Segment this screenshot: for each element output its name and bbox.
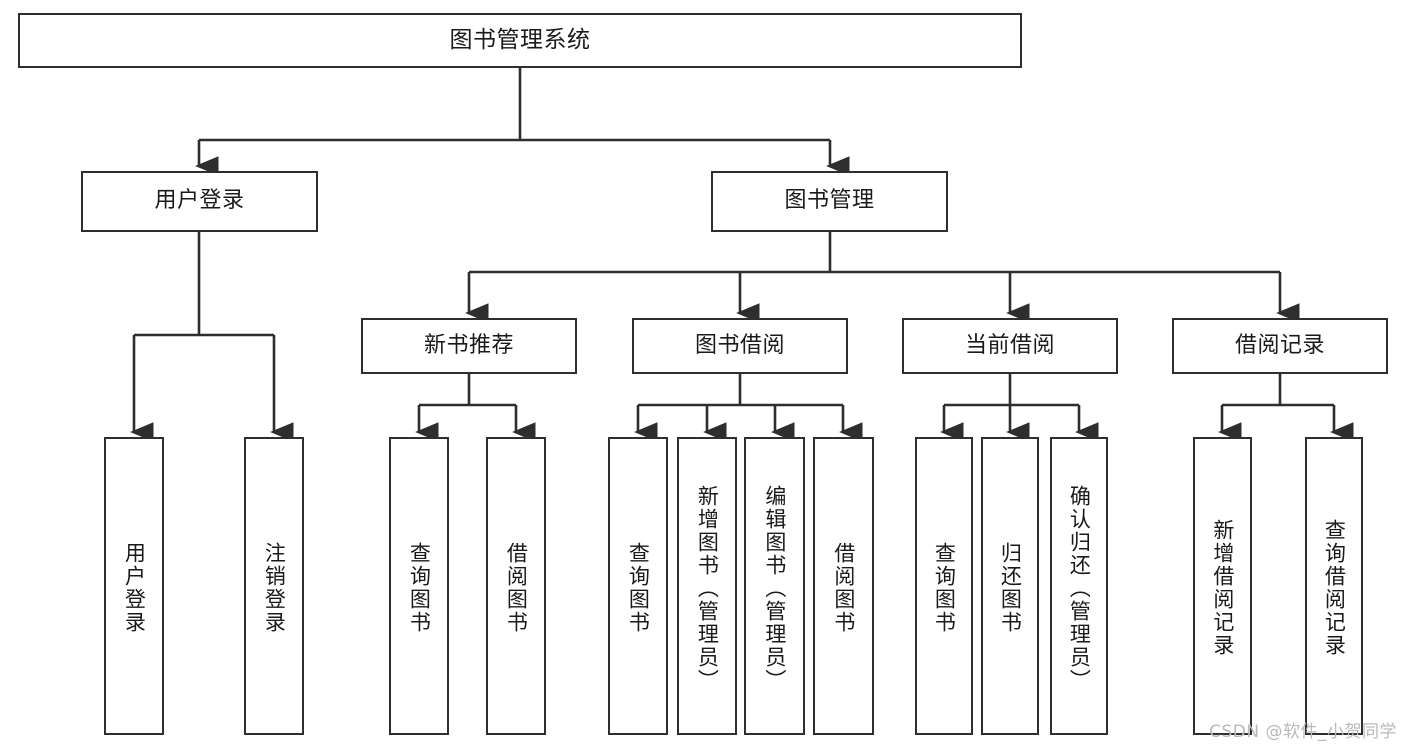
leaf-add-book-admin-label: 新增图书（管理员） — [695, 484, 720, 692]
leaf-borrow-book-label: 借阅图书 — [831, 542, 856, 634]
leaf-query-book[interactable]: 查询图书 — [608, 437, 668, 735]
leaf-confirm-return-admin[interactable]: 确认归还（管理员） — [1050, 437, 1108, 735]
node-current-borrow[interactable]: 当前借阅 — [902, 318, 1118, 374]
leaf-borrow-book[interactable]: 借阅图书 — [813, 437, 874, 735]
leaf-user-login[interactable]: 用户登录 — [104, 437, 164, 735]
leaf-edit-book-admin-label: 编辑图书（管理员） — [762, 484, 787, 692]
leaf-add-book-admin[interactable]: 新增图书（管理员） — [677, 437, 737, 735]
leaf-borrow-book-rec[interactable]: 借阅图书 — [486, 437, 546, 735]
node-user-login-label: 用户登录 — [154, 188, 245, 214]
leaf-logout[interactable]: 注销登录 — [244, 437, 304, 735]
node-new-book-recommend[interactable]: 新书推荐 — [361, 318, 577, 374]
node-user-login[interactable]: 用户登录 — [81, 171, 318, 232]
leaf-query-book-current-label: 查询图书 — [932, 542, 957, 634]
leaf-user-login-label: 用户登录 — [122, 542, 147, 634]
leaf-borrow-book-rec-label: 借阅图书 — [504, 542, 529, 634]
leaf-query-book-label: 查询图书 — [626, 542, 651, 634]
leaf-add-borrow-record[interactable]: 新增借阅记录 — [1193, 437, 1252, 735]
node-root-label: 图书管理系统 — [449, 26, 591, 53]
leaf-query-book-rec-label: 查询图书 — [407, 542, 432, 634]
node-book-management-label: 图书管理 — [784, 188, 875, 214]
leaf-edit-book-admin[interactable]: 编辑图书（管理员） — [744, 437, 805, 735]
watermark: CSDN @软件_小贺同学 — [1209, 722, 1397, 742]
node-root[interactable]: 图书管理系统 — [18, 13, 1022, 68]
leaf-query-borrow-record[interactable]: 查询借阅记录 — [1305, 437, 1363, 735]
leaf-add-borrow-record-label: 新增借阅记录 — [1210, 519, 1235, 657]
leaf-return-book-label: 归还图书 — [998, 542, 1023, 634]
leaf-query-borrow-record-label: 查询借阅记录 — [1322, 519, 1347, 657]
node-current-borrow-label: 当前借阅 — [964, 332, 1055, 358]
node-book-borrow[interactable]: 图书借阅 — [632, 318, 848, 374]
node-borrow-record-label: 借阅记录 — [1234, 332, 1325, 358]
node-borrow-record[interactable]: 借阅记录 — [1172, 318, 1388, 374]
leaf-query-book-rec[interactable]: 查询图书 — [389, 437, 449, 735]
node-new-book-recommend-label: 新书推荐 — [423, 332, 514, 358]
leaf-logout-label: 注销登录 — [262, 542, 287, 634]
leaf-query-book-current[interactable]: 查询图书 — [915, 437, 973, 735]
leaf-return-book[interactable]: 归还图书 — [981, 437, 1039, 735]
leaf-confirm-return-admin-label: 确认归还（管理员） — [1067, 484, 1092, 692]
node-book-management[interactable]: 图书管理 — [711, 171, 948, 232]
node-book-borrow-label: 图书借阅 — [694, 332, 785, 358]
